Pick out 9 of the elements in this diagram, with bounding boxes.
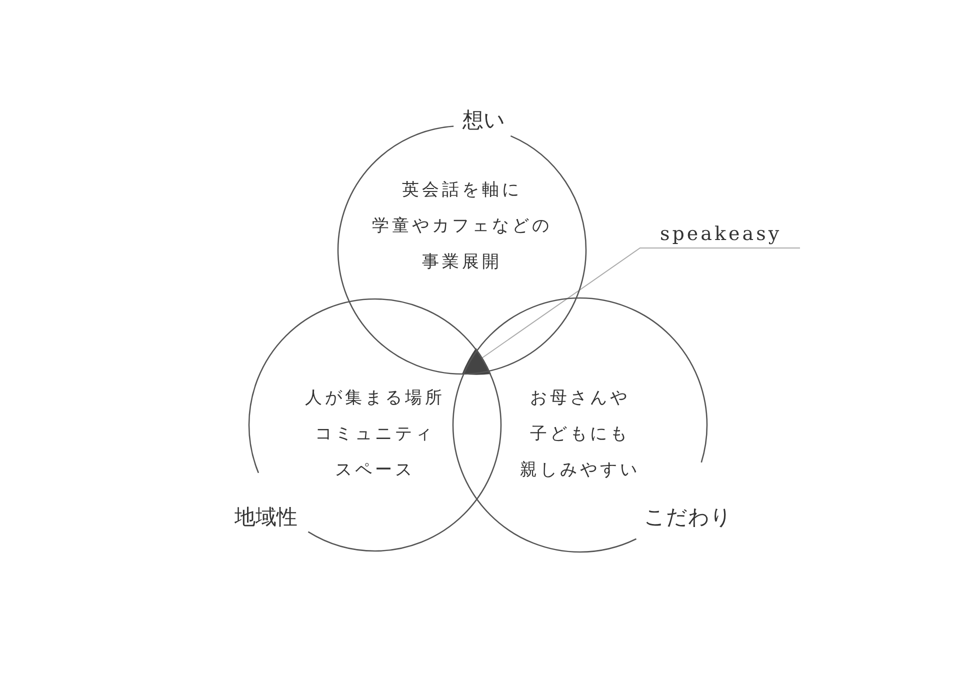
circle-text: 英会話を軸に学童やカフェなどの事業展開 (372, 179, 552, 274)
circle-text: 人が集まる場所コミュニティスペース (305, 387, 445, 482)
circle-heading: 地域性 (234, 504, 298, 530)
circle-text: お母さんや子どもにも親しみやすい (520, 387, 640, 482)
intersection-area (462, 348, 491, 375)
leader-line (482, 248, 800, 358)
callout-label: speakeasy (660, 222, 782, 248)
circle-heading: 想い (462, 107, 506, 133)
circle-heading: こだわり (643, 504, 733, 530)
